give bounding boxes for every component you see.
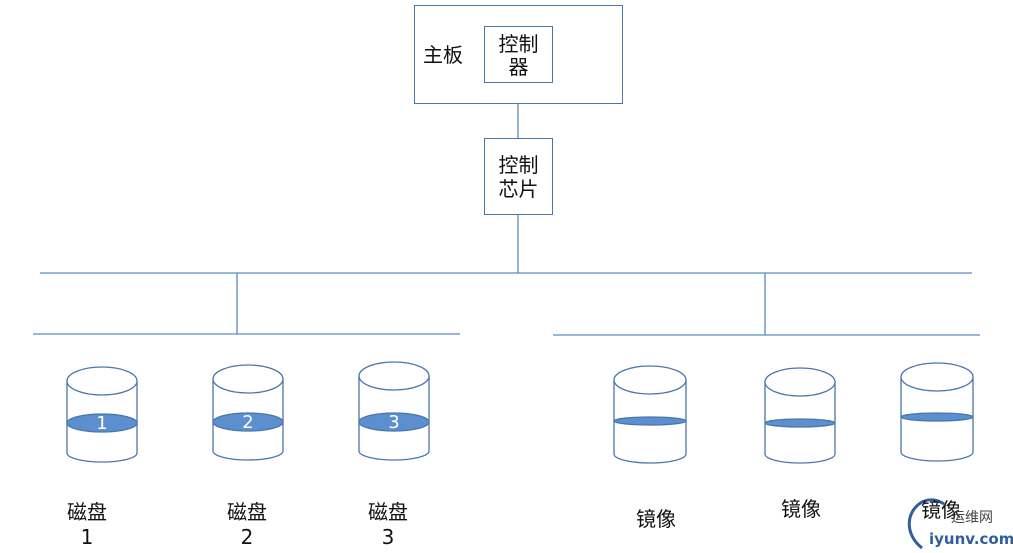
control-chip-label-line2: 芯片 bbox=[498, 177, 539, 201]
disk-3-label-number: 3 bbox=[381, 525, 395, 549]
mainboard-label: 主板 bbox=[423, 43, 463, 67]
mirror-1-label: 镜像 bbox=[636, 507, 676, 531]
disk-3-label: 磁盘 bbox=[368, 500, 408, 524]
controller-label-line2: 器 bbox=[508, 55, 529, 79]
disk-3-platter bbox=[358, 412, 430, 432]
disk-1-label-number: 1 bbox=[80, 525, 94, 549]
watermark-logo-icon bbox=[907, 498, 945, 550]
mirror-3-label: 镜像 bbox=[921, 498, 961, 522]
mirror-2-cylinder bbox=[764, 367, 836, 464]
disk-2-label: 磁盘 bbox=[227, 500, 267, 524]
mirror-3-platter bbox=[900, 412, 974, 422]
mirror-1-cylinder bbox=[613, 365, 687, 464]
watermark-line2: iyunv.com bbox=[929, 530, 1013, 548]
disk-1-number: 1 bbox=[96, 413, 108, 434]
watermark-line1: 运维网 bbox=[951, 510, 993, 526]
controller-label-line1: 控制 bbox=[498, 32, 539, 56]
mirror-1-platter bbox=[613, 416, 687, 426]
mirror-2-label: 镜像 bbox=[781, 497, 821, 521]
disk-1-label: 磁盘 bbox=[67, 500, 107, 524]
disk-2-cylinder bbox=[212, 364, 284, 461]
disk-2-platter bbox=[212, 412, 284, 432]
controller-box bbox=[484, 26, 553, 83]
control-chip-label-line1: 控制 bbox=[498, 153, 539, 177]
control-chip-box bbox=[484, 138, 553, 215]
disk-3-cylinder bbox=[358, 361, 430, 461]
mirror-3-cylinder bbox=[900, 362, 974, 462]
disk-1-platter bbox=[66, 413, 138, 433]
disk-2-label-number: 2 bbox=[240, 525, 254, 549]
disk-3-number: 3 bbox=[388, 412, 400, 433]
mirror-2-platter bbox=[764, 418, 836, 428]
disk-2-number: 2 bbox=[242, 412, 254, 433]
disk-1-cylinder bbox=[66, 366, 138, 463]
